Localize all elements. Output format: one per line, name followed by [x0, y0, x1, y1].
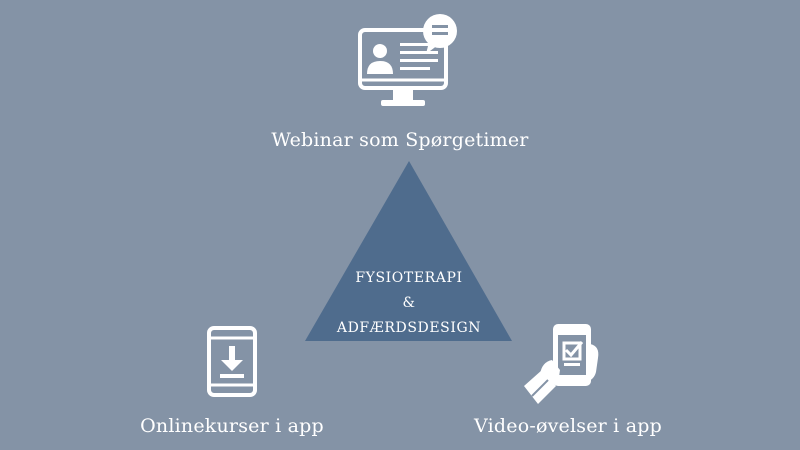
hand-phone-check-icon: [524, 324, 599, 404]
phone-download-icon: [207, 326, 257, 397]
label-left: Onlinekurser i app: [140, 415, 324, 437]
label-top: Webinar som Spørgetimer: [271, 129, 529, 151]
center-label: FYSIOTERAPI & ADFÆRDSDESIGN: [337, 266, 481, 341]
center-line-1: FYSIOTERAPI: [355, 270, 463, 286]
label-right: Video-øvelser i app: [474, 415, 662, 437]
triangle-shape: [305, 161, 512, 341]
center-line-2: &: [402, 295, 416, 311]
center-line-3: ADFÆRDSDESIGN: [336, 320, 482, 336]
monitor-webinar-icon: [358, 14, 457, 106]
